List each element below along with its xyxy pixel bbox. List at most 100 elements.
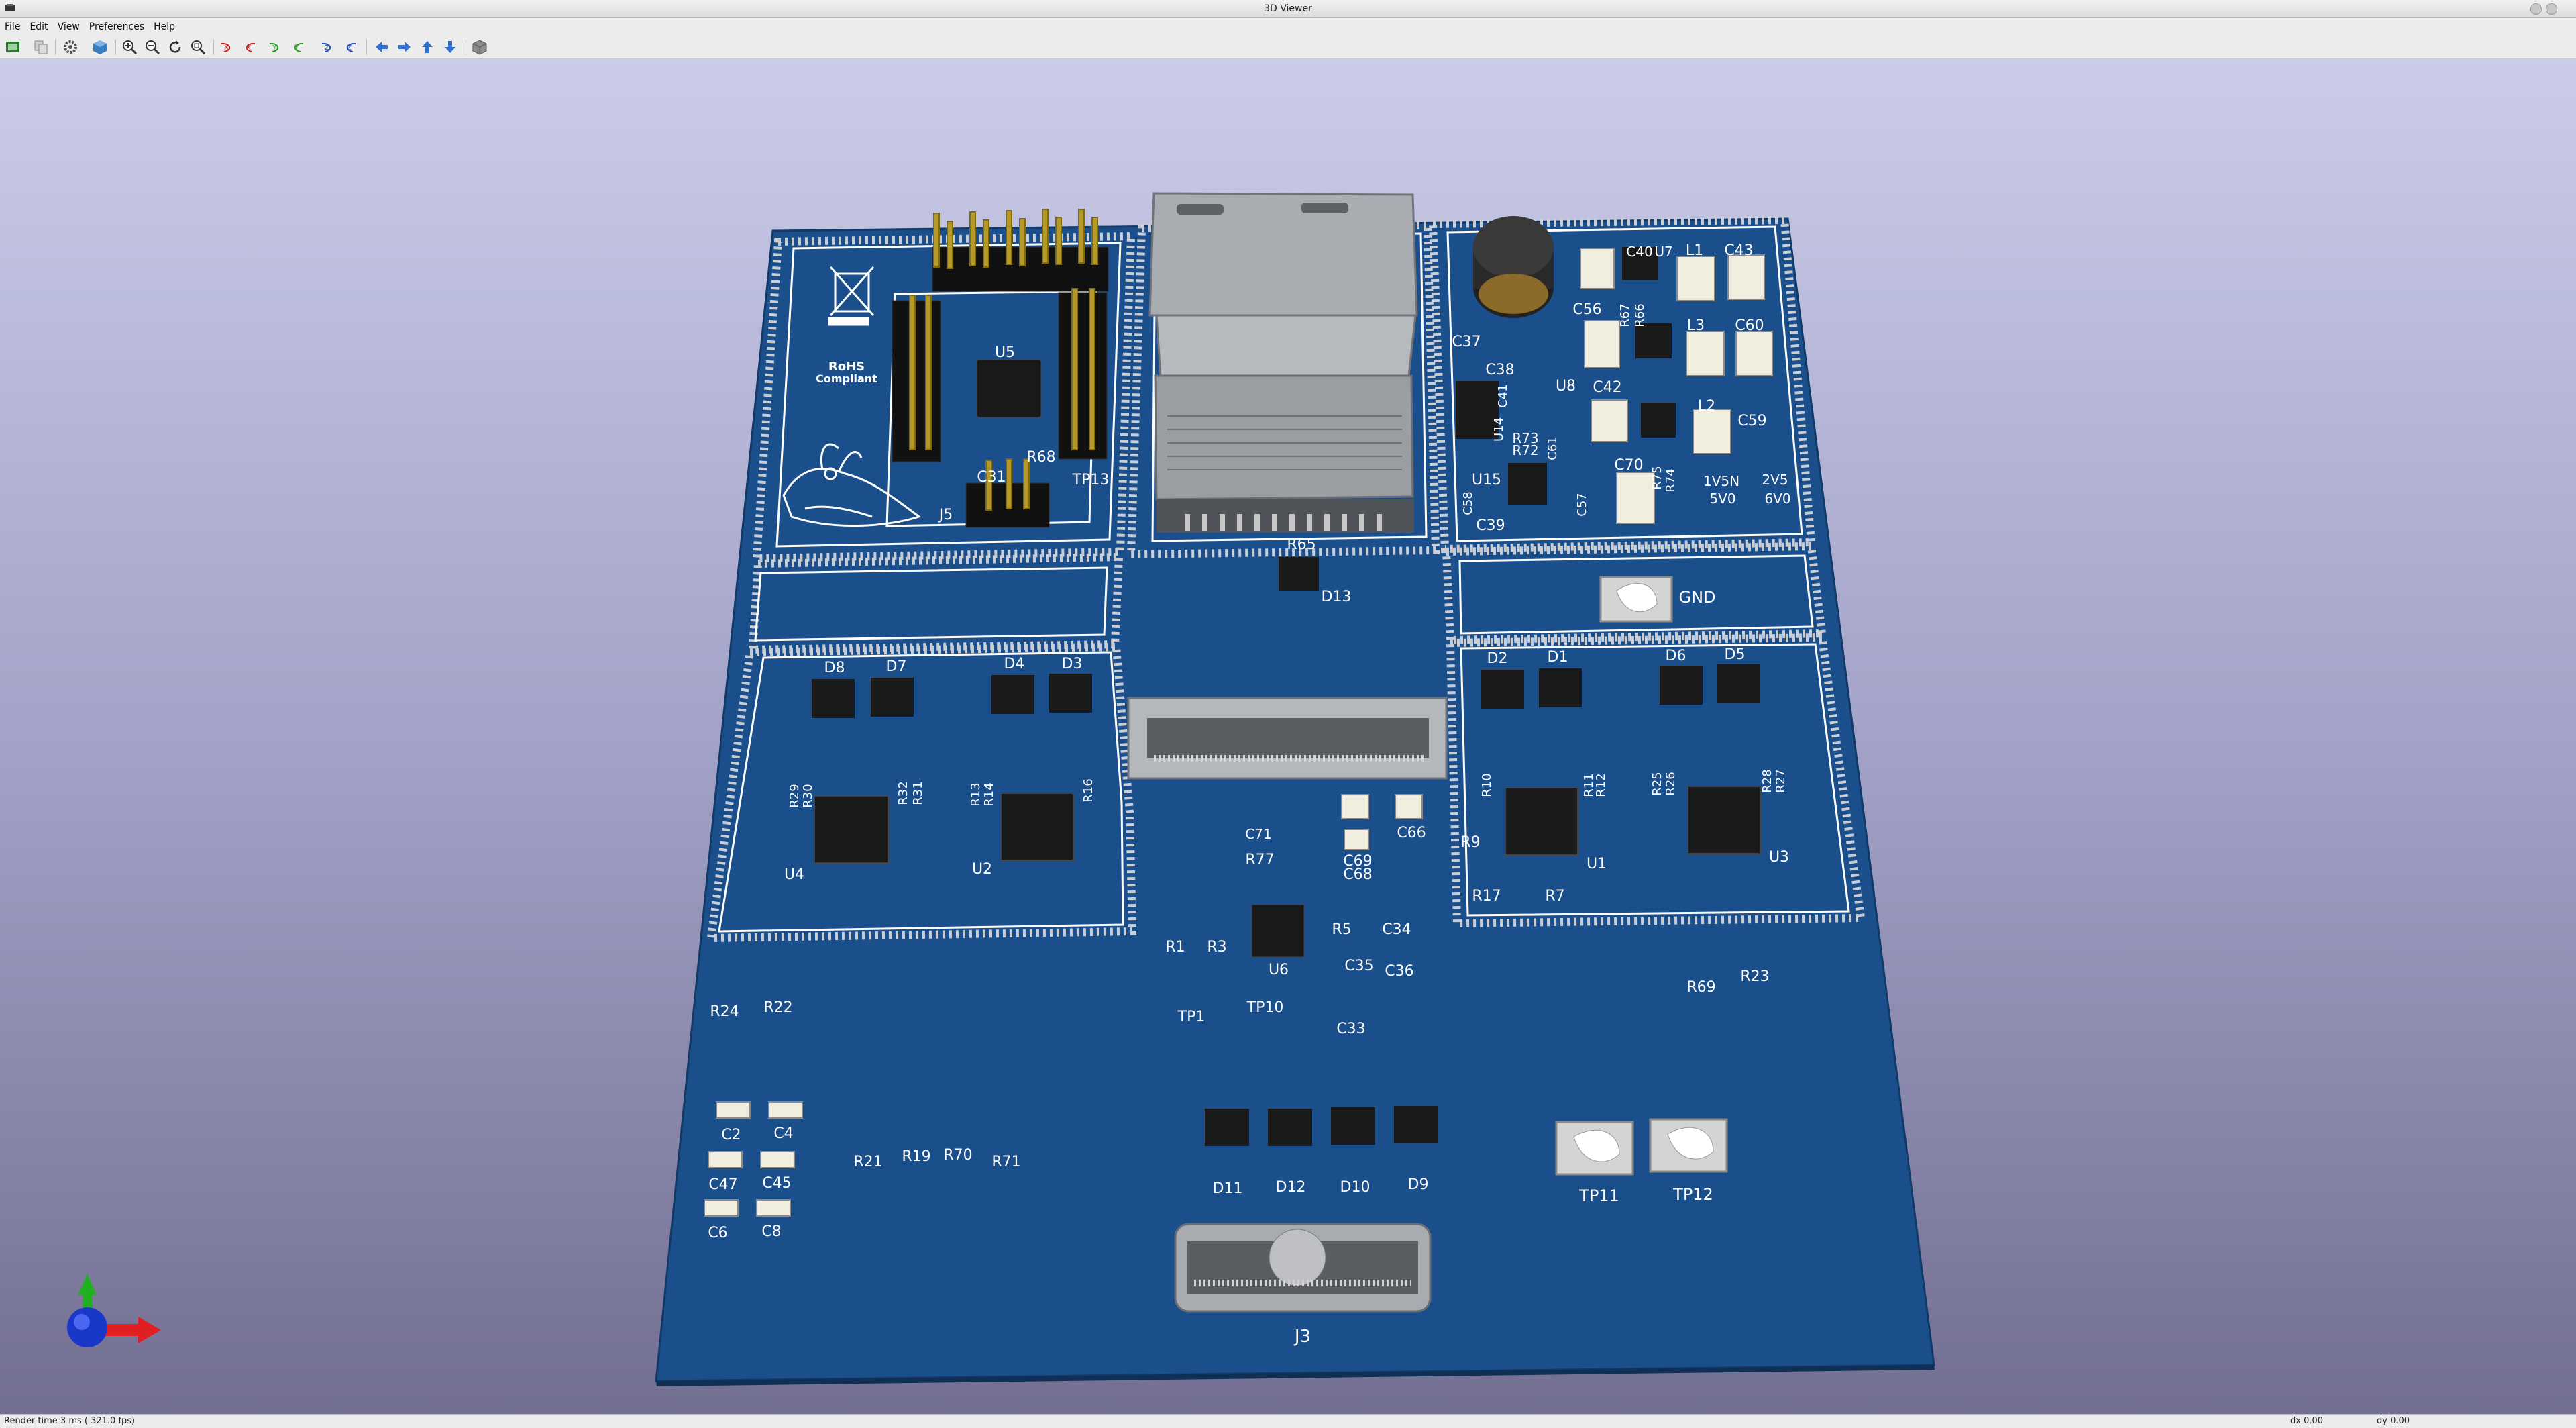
label-1v5n: 1V5N <box>1703 473 1739 489</box>
move-left-icon[interactable] <box>373 38 390 56</box>
rotate-x-cw-icon[interactable]: X <box>219 38 236 56</box>
rohs-compliant-label: Compliant <box>816 372 877 385</box>
pcb-edge <box>656 1365 1935 1386</box>
label-tp10: TP10 <box>1246 999 1284 1016</box>
menu-preferences[interactable]: Preferences <box>89 21 145 32</box>
label-c47: C47 <box>708 1176 737 1193</box>
label-5v0: 5V0 <box>1709 491 1735 507</box>
connector-top-center <box>1148 192 1418 533</box>
label-tp12: TP12 <box>1672 1185 1713 1204</box>
label-u5: U5 <box>995 344 1015 361</box>
title-bar: 3D Viewer <box>0 0 2576 18</box>
pin-header-left <box>892 295 941 462</box>
label-r3: R3 <box>1207 939 1226 956</box>
passives-power <box>1580 248 1773 524</box>
label-r28: R28 <box>1760 769 1774 793</box>
label-d2: D2 <box>1487 650 1508 667</box>
panel-top-left <box>706 215 1866 943</box>
svg-text:Y: Y <box>272 44 277 52</box>
orthographic-icon[interactable] <box>471 38 488 56</box>
label-r17: R17 <box>1472 888 1501 905</box>
rotate-z-ccw-icon[interactable]: Z <box>341 38 358 56</box>
window-title: 3D Viewer <box>1264 3 1312 14</box>
label-u7: U7 <box>1654 244 1672 260</box>
menu-edit[interactable]: Edit <box>30 21 48 32</box>
label-r66: R66 <box>1633 303 1647 327</box>
label-r30: R30 <box>801 784 815 807</box>
label-r10: R10 <box>1480 773 1494 797</box>
label-c45: C45 <box>762 1175 791 1192</box>
label-r65: R65 <box>1287 536 1316 553</box>
pin-header-top <box>932 209 1109 292</box>
label-u3: U3 <box>1769 849 1789 866</box>
label-r11: R11 <box>1582 773 1596 797</box>
label-c40: C40 <box>1626 244 1652 260</box>
label-u14: U14 <box>1492 417 1506 442</box>
rotate-y-ccw-icon[interactable]: Y <box>288 38 306 56</box>
label-r23: R23 <box>1740 968 1769 985</box>
label-c2: C2 <box>721 1127 741 1143</box>
ic-u5 <box>976 359 1042 418</box>
ffc-connector <box>1127 697 1448 780</box>
label-d4: D4 <box>1004 656 1025 672</box>
connector-j3 <box>1174 1223 1432 1313</box>
label-u8: U8 <box>1556 378 1576 395</box>
label-r68: R68 <box>1026 449 1055 466</box>
copy-icon[interactable] <box>32 38 50 56</box>
label-c34: C34 <box>1382 921 1411 938</box>
zoom-redraw-icon[interactable] <box>166 38 184 56</box>
recycle-bin-logo <box>828 266 875 326</box>
menu-help[interactable]: Help <box>154 21 176 32</box>
zoom-fit-icon[interactable] <box>189 38 207 56</box>
menu-bar: File Edit View Preferences Help <box>0 18 2576 36</box>
label-r67: R67 <box>1618 303 1632 327</box>
center-caps <box>1341 794 1423 850</box>
settings-icon[interactable] <box>62 38 79 56</box>
label-tp13: TP13 <box>1072 472 1110 489</box>
label-c57: C57 <box>1575 493 1589 516</box>
render-time-text: Render time 3 ms ( 321.0 fps) <box>4 1416 136 1426</box>
render-options-icon[interactable] <box>4 38 21 56</box>
diodes-mid <box>812 664 1760 718</box>
rotate-y-cw-icon[interactable]: Y <box>267 38 284 56</box>
label-d3: D3 <box>1062 656 1083 672</box>
label-d13: D13 <box>1322 589 1352 605</box>
caps-bottom-left <box>704 1101 803 1217</box>
label-c58: C58 <box>1461 491 1475 515</box>
toolbar: X X Y Y Z Z <box>0 36 2576 59</box>
label-d5: D5 <box>1725 646 1746 663</box>
label-r25: R25 <box>1650 772 1664 795</box>
label-c59: C59 <box>1737 413 1766 429</box>
window-maximize-icon[interactable] <box>2530 3 2542 15</box>
label-r70: R70 <box>943 1147 972 1164</box>
gnd-testpoint <box>1599 576 1673 623</box>
label-r72: R72 <box>1512 442 1538 458</box>
move-right-icon[interactable] <box>396 38 413 56</box>
label-r69: R69 <box>1686 979 1715 996</box>
label-d12: D12 <box>1276 1179 1306 1196</box>
label-u15: U15 <box>1472 472 1501 489</box>
move-up-icon[interactable] <box>419 38 436 56</box>
label-c8: C8 <box>761 1223 781 1240</box>
3d-cube-icon[interactable] <box>91 38 109 56</box>
menu-view[interactable]: View <box>57 21 80 32</box>
label-r19: R19 <box>902 1148 930 1165</box>
svg-text:Z: Z <box>325 44 329 52</box>
svg-text:Z: Z <box>347 44 352 52</box>
label-d10: D10 <box>1340 1179 1371 1196</box>
3d-viewport[interactable]: RoHS Compliant U5 R68 TP13 J5 C31 <box>0 59 2576 1414</box>
menu-file[interactable]: File <box>5 21 21 32</box>
zoom-out-icon[interactable] <box>144 38 161 56</box>
svg-text:X: X <box>224 44 229 52</box>
label-r31: R31 <box>911 781 925 805</box>
rotate-x-ccw-icon[interactable]: X <box>240 38 258 56</box>
label-c36: C36 <box>1385 963 1413 980</box>
label-r26: R26 <box>1664 772 1678 795</box>
rotate-z-cw-icon[interactable]: Z <box>319 38 337 56</box>
label-c42: C42 <box>1593 379 1621 396</box>
move-down-icon[interactable] <box>441 38 459 56</box>
label-r9: R9 <box>1460 834 1480 851</box>
window-close-icon[interactable] <box>2546 3 2557 15</box>
label-c43: C43 <box>1724 242 1753 259</box>
zoom-in-icon[interactable] <box>121 38 138 56</box>
